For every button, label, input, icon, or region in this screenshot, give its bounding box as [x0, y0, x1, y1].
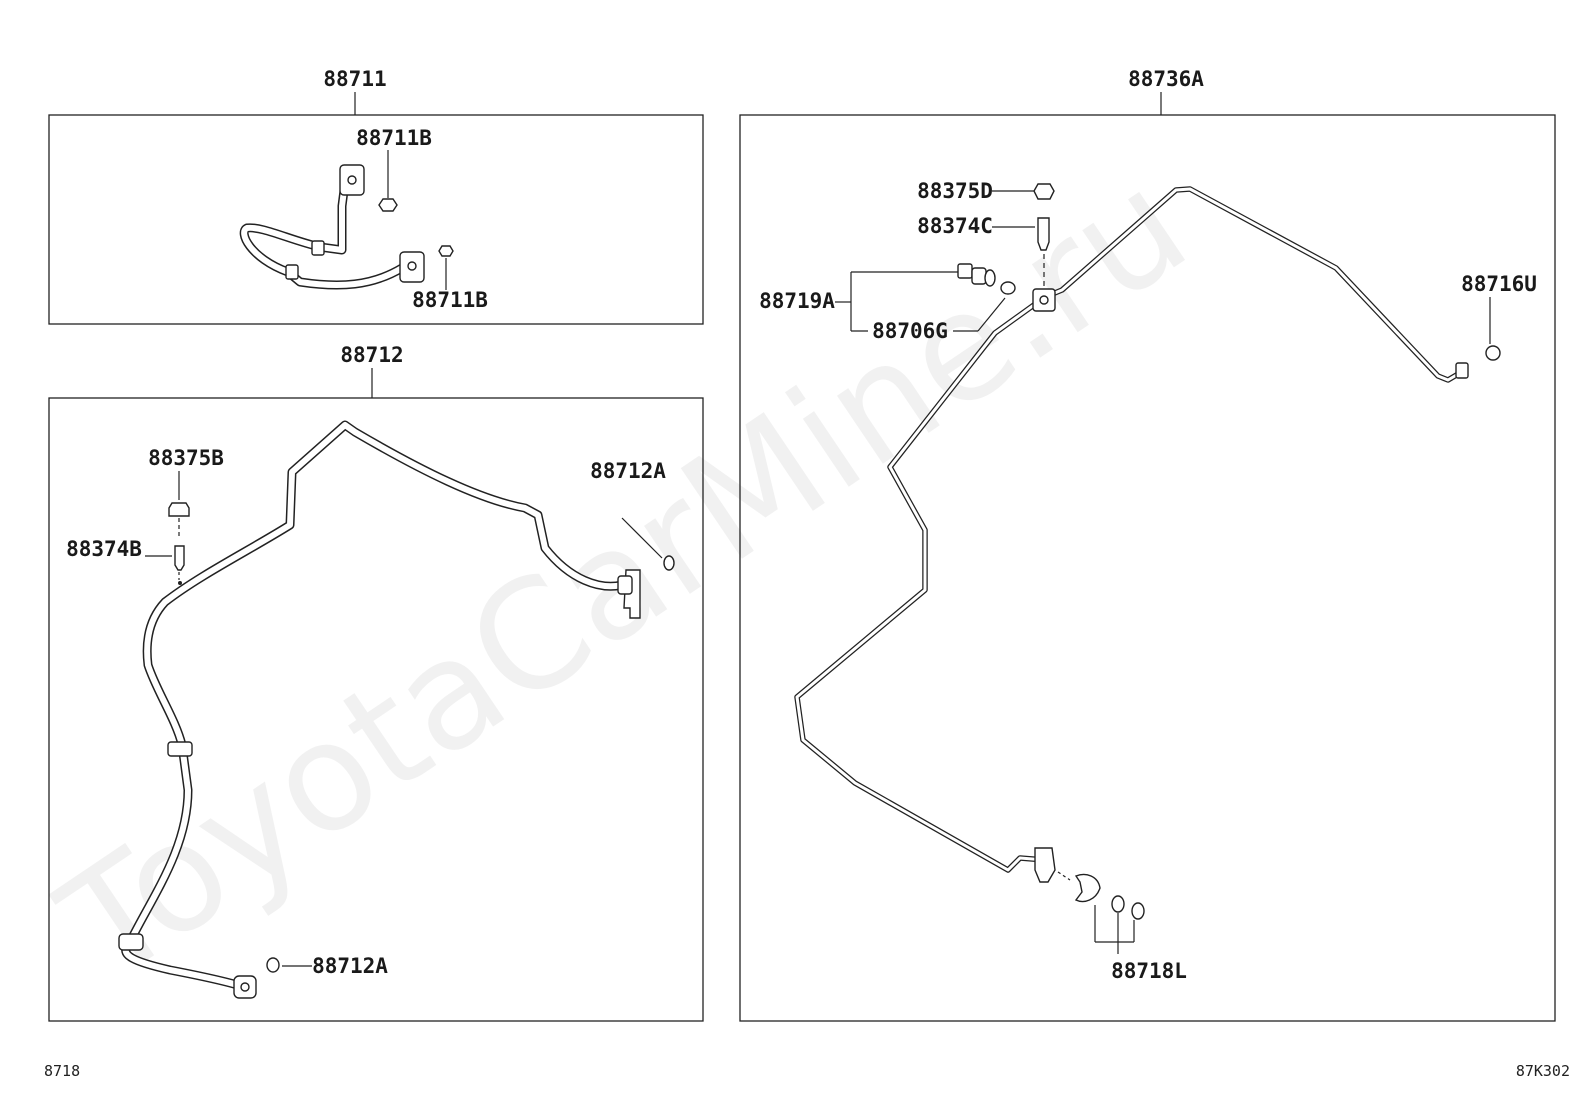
hose-joint — [167, 741, 193, 757]
group-88712: 88712 88375B 88374B 88712A — [48, 343, 704, 1022]
o-ring-icon — [1111, 895, 1125, 913]
leader-88718L — [1094, 905, 1135, 954]
pressure-switch-icon — [957, 263, 996, 287]
o-ring-icon — [266, 957, 280, 973]
cap-icon — [168, 502, 190, 517]
tube-fitting-upper — [1455, 362, 1469, 379]
part-label-88706G[interactable]: 88706G — [872, 319, 948, 343]
part-label-88374B[interactable]: 88374B — [66, 537, 142, 561]
group-88711: 88711 88711B 88711B — [48, 67, 704, 325]
o-ring-icon — [1000, 281, 1016, 295]
valve-core-icon — [1037, 217, 1050, 251]
nut-icon — [378, 198, 398, 212]
part-label-88375B[interactable]: 88375B — [148, 446, 224, 470]
o-ring-icon — [1131, 902, 1145, 920]
part-label-88718L[interactable]: 88718L — [1111, 959, 1187, 983]
clamp-icon — [1074, 873, 1101, 903]
hose-fitting-upper — [617, 575, 633, 595]
part-label-88374C[interactable]: 88374C — [917, 214, 993, 238]
group-frame-88736A — [739, 114, 1556, 1022]
group-label-88736A[interactable]: 88736A — [1128, 67, 1204, 91]
part-label-88712A-upper[interactable]: 88712A — [590, 459, 666, 483]
group-88736A: 88736A 88375D 88374C 88719A — [739, 67, 1556, 1022]
hose-88711[interactable] — [239, 164, 425, 290]
hose-88712[interactable] — [118, 420, 641, 999]
part-label-88719A[interactable]: 88719A — [759, 289, 835, 313]
valve-core-icon — [174, 545, 185, 571]
group-label-88711[interactable]: 88711 — [323, 67, 386, 91]
tube-fitting-lower — [1034, 847, 1056, 883]
o-ring-icon — [663, 555, 675, 571]
leader-88712A-upper — [621, 517, 663, 559]
group-label-88712[interactable]: 88712 — [340, 343, 403, 367]
footer-right-code: 87K302 — [1516, 1062, 1570, 1080]
part-label-88712A-lower[interactable]: 88712A — [312, 954, 388, 978]
group-frame-88712 — [48, 397, 704, 1022]
footer-left-code: 8718 — [44, 1062, 80, 1080]
part-label-88716U[interactable]: 88716U — [1461, 272, 1537, 296]
tube-88736A[interactable] — [794, 186, 1469, 903]
group-frame-88711 — [48, 114, 704, 325]
cap-icon — [1033, 183, 1055, 200]
nut-icon — [438, 245, 454, 257]
o-ring-icon — [1485, 345, 1501, 361]
hose-joint — [118, 933, 144, 951]
part-label-88375D[interactable]: 88375D — [917, 179, 993, 203]
part-label-88711B-upper[interactable]: 88711B — [356, 126, 432, 150]
part-label-88711B-lower[interactable]: 88711B — [412, 288, 488, 312]
